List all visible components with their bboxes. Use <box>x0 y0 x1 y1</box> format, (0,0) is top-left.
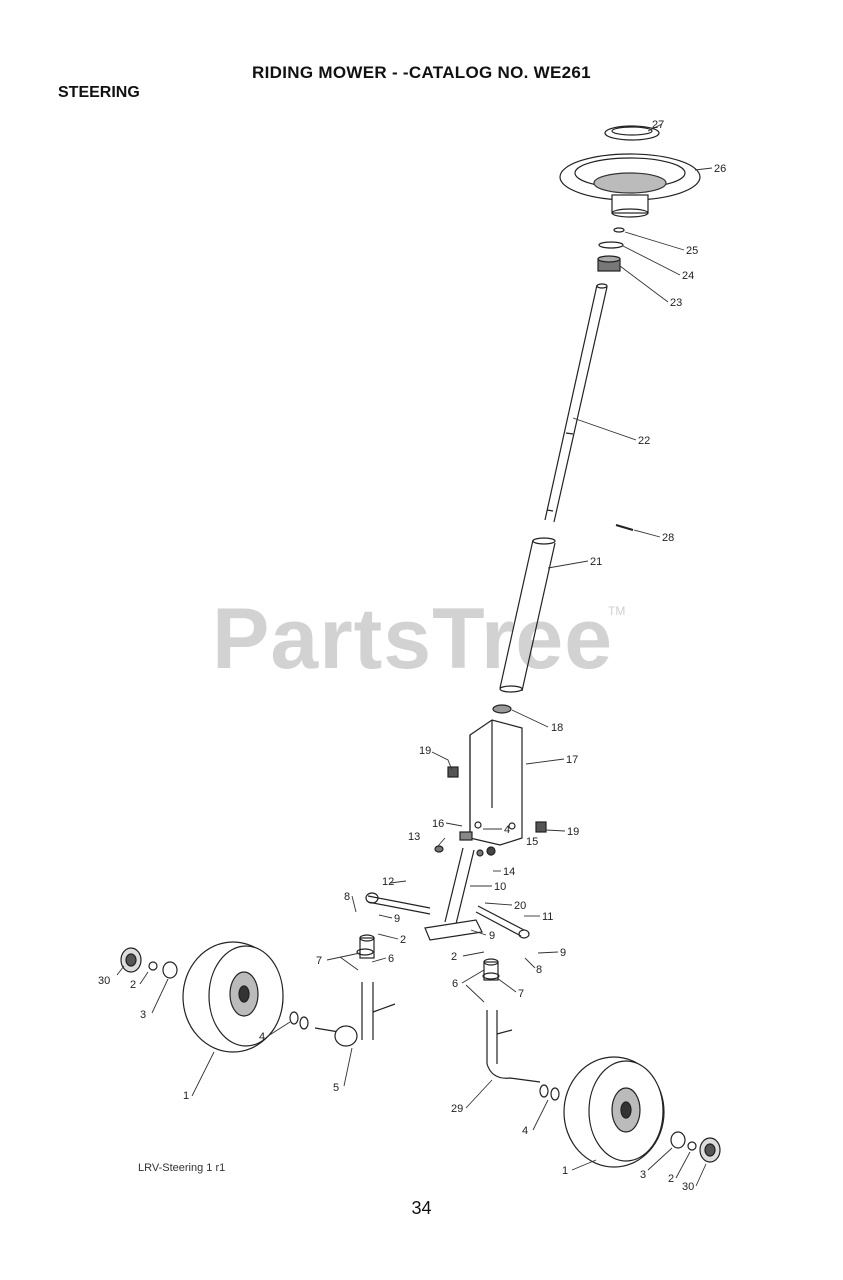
steering-wheel-shape <box>559 153 701 218</box>
callout-4-left: 4 <box>259 1031 265 1043</box>
callout-5: 5 <box>333 1082 339 1094</box>
callout-19-right: 19 <box>567 826 579 838</box>
callout-29: 29 <box>451 1103 463 1115</box>
steering-shaft-shape <box>544 283 608 523</box>
callout-16: 16 <box>432 818 444 830</box>
callout-15: 15 <box>526 836 538 848</box>
callout-22: 22 <box>638 435 650 447</box>
callout-7-right: 7 <box>518 988 524 1000</box>
callout-21: 21 <box>590 556 602 568</box>
callout-4-top: 4 <box>504 824 510 836</box>
callout-2-right: 2 <box>668 1173 674 1185</box>
spacer-shape <box>598 241 624 249</box>
screw-shape <box>434 845 444 853</box>
callout-8-left: 8 <box>344 891 350 903</box>
callout-20: 20 <box>514 900 526 912</box>
e-ring-right-shape <box>687 1141 697 1151</box>
callout-2-upper-left: 2 <box>400 934 406 946</box>
wheel-left-shape <box>182 941 284 1053</box>
callout-25: 25 <box>686 245 698 257</box>
callout-26: 26 <box>714 163 726 175</box>
callout-23: 23 <box>670 297 682 309</box>
washer-left-shape <box>289 1011 299 1025</box>
spindle-left-shape <box>314 934 396 1047</box>
washer-right-shape <box>539 1084 549 1098</box>
washer-shape <box>613 227 625 233</box>
hub-cap-right-shape <box>699 1137 721 1163</box>
bolt-right-shape <box>535 821 547 833</box>
callout-10: 10 <box>494 881 506 893</box>
section-title: STEERING <box>58 84 140 101</box>
callout-24: 24 <box>682 270 694 282</box>
callout-2-left: 2 <box>130 979 136 991</box>
washer-3-left-shape <box>162 961 178 979</box>
drag-link-right-shape <box>475 905 530 939</box>
steering-support-bracket-shape <box>469 719 523 846</box>
washer-3-right-shape <box>670 1131 686 1149</box>
bolt-left-shape <box>447 766 459 778</box>
callout-14: 14 <box>503 866 515 878</box>
catalog-title: RIDING MOWER - -CATALOG NO. WE261 <box>252 63 591 82</box>
bushing-left-shape <box>356 948 374 956</box>
callout-8-right: 8 <box>536 964 542 976</box>
callout-9-left: 9 <box>394 913 400 925</box>
callout-13: 13 <box>408 831 420 843</box>
callout-11: 11 <box>542 911 553 923</box>
steering-gear-shape <box>597 255 621 272</box>
sector-gear-shape <box>424 831 483 941</box>
steering-tube-shape <box>499 537 556 693</box>
e-ring-left-shape <box>148 961 158 971</box>
callout-4-right: 4 <box>522 1125 528 1137</box>
locknut-shape <box>486 846 496 856</box>
steering-cap-shape <box>604 125 660 141</box>
washer-left-shape-2 <box>299 1016 309 1030</box>
callout-1-left: 1 <box>183 1090 189 1102</box>
callout-9-right: 9 <box>560 947 566 959</box>
callout-3-right: 3 <box>640 1169 646 1181</box>
callout-9-center: 9 <box>489 930 495 942</box>
wheel-right-shape <box>563 1056 665 1168</box>
spindle-right-shape <box>483 958 541 1083</box>
callout-19-left: 19 <box>419 745 431 757</box>
nut-shape <box>476 849 484 857</box>
washer-right-shape-2 <box>550 1087 560 1101</box>
drag-link-left-shape <box>365 892 431 915</box>
watermark: PartsTree <box>212 591 614 687</box>
callout-1-right: 1 <box>562 1165 568 1177</box>
bushing-right-shape <box>482 972 500 980</box>
callout-7-left: 7 <box>316 955 322 967</box>
watermark-trademark: TM <box>608 604 626 618</box>
callout-27: 27 <box>652 119 664 131</box>
bushing-shape <box>492 704 512 714</box>
callout-30-left: 30 <box>98 975 110 987</box>
callout-3-left: 3 <box>140 1009 146 1021</box>
callout-6-right: 6 <box>452 978 458 990</box>
callout-30-right: 30 <box>682 1181 694 1193</box>
callout-12: 12 <box>382 876 394 888</box>
callout-18: 18 <box>551 722 563 734</box>
page-number: 34 <box>411 1198 432 1218</box>
callout-17: 17 <box>566 754 578 766</box>
callout-28: 28 <box>662 532 674 544</box>
drawing-reference: LRV-Steering 1 r1 <box>138 1162 226 1174</box>
callout-2-upper-right: 2 <box>451 951 457 963</box>
roll-pin-shape <box>615 524 634 531</box>
callout-6-left: 6 <box>388 953 394 965</box>
hub-cap-left-shape <box>120 947 142 973</box>
